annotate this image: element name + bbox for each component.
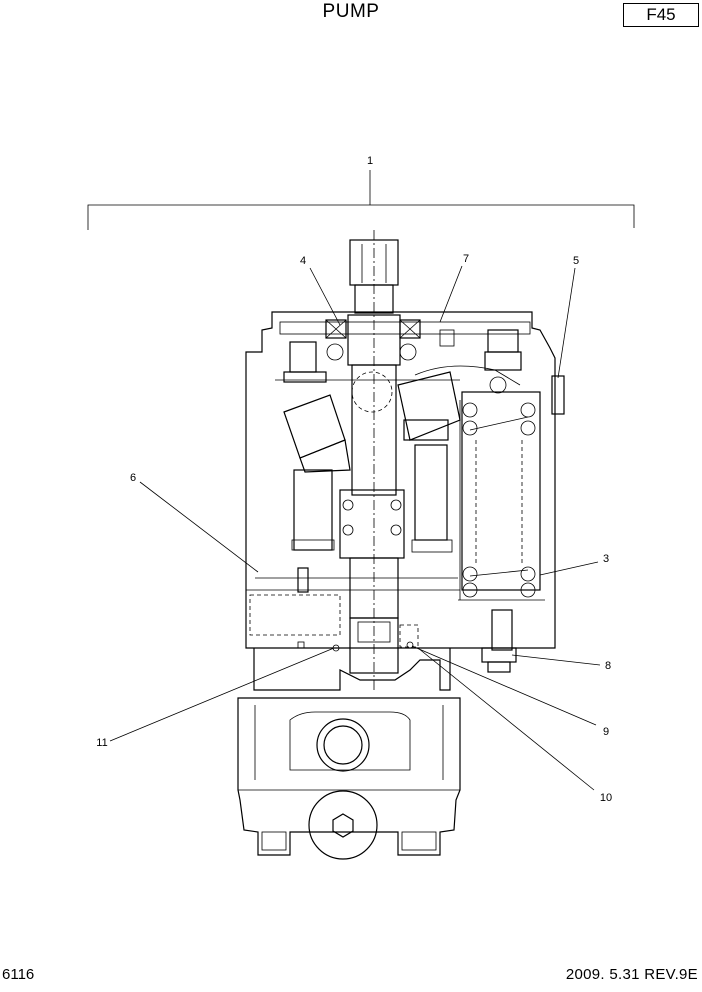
callout-11: 11 [96,737,107,749]
callout-4: 4 [300,255,306,267]
page-code-box: F45 [623,3,699,27]
callout-9: 9 [603,726,609,738]
shaft-bearing [325,314,421,619]
piston-assembly [283,329,522,593]
assembly-bracket [87,170,635,230]
callout-leaders [109,265,601,791]
page-title: PUMP [322,1,380,22]
revision-date: 2009. 5.31 REV.9E [565,966,698,983]
figure-number: 6116 [2,966,35,983]
callout-7: 7 [463,253,469,265]
callout-6: 6 [130,472,136,484]
callout-8: 8 [605,660,611,672]
drain-plug [481,609,517,673]
callout-10: 10 [600,792,612,804]
callout-1: 1 [367,155,373,167]
callout-5: 5 [573,255,579,267]
gear-pump-body [237,697,461,860]
regulator-spring [461,375,565,598]
callout-3: 3 [603,553,609,565]
pump-shaft [349,230,399,690]
lower-coupling [249,594,451,691]
